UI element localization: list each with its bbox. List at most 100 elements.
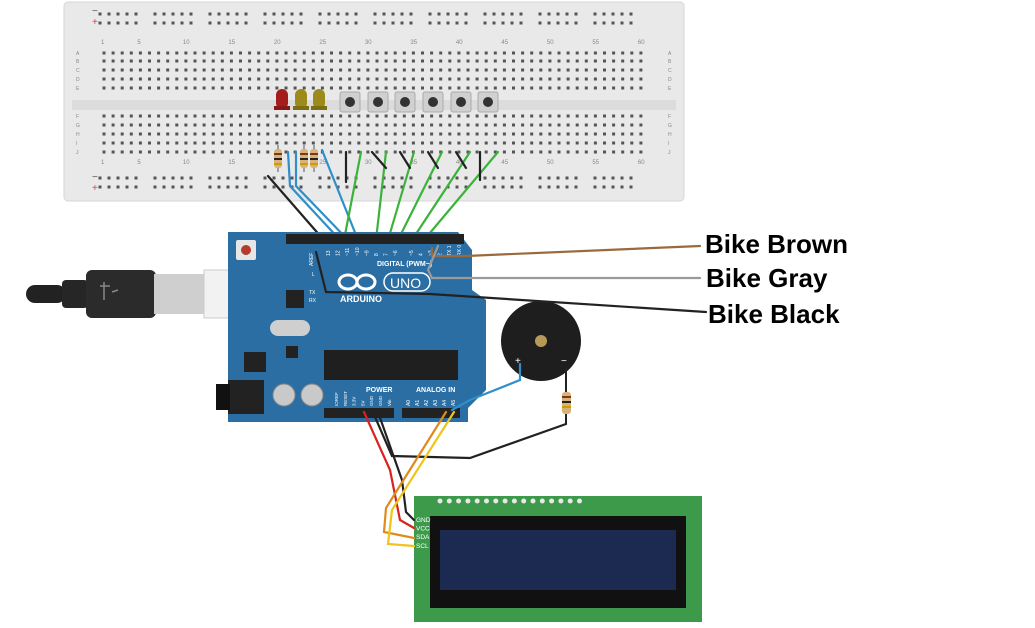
bb-rail-hole	[235, 12, 239, 16]
bb-hole	[229, 51, 233, 55]
bb-rail-hole	[171, 185, 175, 189]
bb-hole	[575, 68, 579, 72]
bb-hole	[502, 77, 506, 81]
bb-hole	[102, 68, 106, 72]
bb-hole	[339, 114, 343, 118]
bb-hole	[157, 77, 161, 81]
push-button-4[interactable]	[422, 91, 444, 113]
led-red[interactable]	[274, 89, 290, 110]
push-button-2[interactable]	[367, 91, 389, 113]
push-button-6[interactable]	[477, 91, 499, 113]
bb-hole	[293, 77, 297, 81]
power-label: POWER	[366, 387, 392, 394]
bb-rail-hole	[611, 12, 615, 16]
arduino-board[interactable]: ARDUINO UNO DIGITAL (PWM~) POWER ANALOG …	[216, 232, 486, 422]
bb-rail-hole	[483, 185, 487, 189]
bb-rail-hole	[125, 176, 129, 180]
bb-rail-hole	[547, 185, 551, 189]
bb-hole	[457, 123, 461, 127]
bb-row-label: I	[668, 141, 669, 147]
wire-black-buzzer-gnd	[370, 408, 568, 460]
bb-hole	[521, 59, 525, 63]
bb-hole	[639, 132, 643, 136]
buzzer[interactable]: + −	[501, 301, 581, 381]
bb-rail-hole	[565, 21, 569, 25]
bb-hole	[411, 114, 415, 118]
bb-hole	[457, 77, 461, 81]
bb-hole	[184, 77, 188, 81]
bb-hole	[566, 132, 570, 136]
power-pin-label: GND	[369, 395, 374, 406]
bb-rail-hole	[281, 12, 285, 16]
push-button-1[interactable]	[339, 91, 361, 113]
arduino-brand: ARDUINO	[340, 294, 382, 304]
bb-hole	[211, 114, 215, 118]
rx-label: RX	[309, 298, 317, 304]
bb-hole	[530, 132, 534, 136]
bb-hole	[539, 114, 543, 118]
bb-hole	[548, 68, 552, 72]
bb-hole	[393, 77, 397, 81]
bb-hole	[630, 59, 634, 63]
bb-hole	[539, 141, 543, 145]
bb-hole	[539, 59, 543, 63]
bb-hole	[293, 59, 297, 63]
bb-hole	[293, 141, 297, 145]
bb-rail-hole	[547, 21, 551, 25]
bb-hole	[512, 141, 515, 145]
push-button-3[interactable]	[394, 91, 416, 113]
bb-hole	[439, 150, 443, 154]
bb-rail-hole	[354, 21, 358, 25]
bb-rail-hole	[116, 176, 120, 180]
arduino-logo-icon	[337, 273, 377, 291]
bb-hole	[448, 86, 452, 90]
bb-hole	[284, 68, 288, 72]
bb-rail-hole	[492, 176, 496, 180]
wire-black-btn-4	[426, 150, 440, 170]
bb-hole	[557, 68, 561, 72]
bb-rail-hole	[382, 12, 386, 16]
bb-rail-hole	[409, 185, 413, 189]
push-button-5[interactable]	[450, 91, 472, 113]
bb-hole	[502, 86, 506, 90]
bb-hole	[339, 86, 343, 90]
bb-hole	[475, 150, 479, 154]
bb-rail-hole	[208, 176, 212, 180]
bb-hole	[475, 59, 479, 63]
bb-hole	[393, 150, 397, 154]
power-pin-label: 5V	[360, 400, 365, 406]
bb-hole	[466, 77, 470, 81]
bb-hole	[257, 123, 261, 127]
bb-hole	[548, 77, 552, 81]
bb-hole	[302, 59, 306, 63]
lcd-pin-label: VCC	[416, 526, 430, 533]
bb-rail-hole	[134, 185, 138, 189]
bb-hole	[593, 141, 597, 145]
bb-hole	[111, 59, 115, 63]
bb-rail-hole	[327, 185, 331, 189]
bb-rail-hole	[510, 176, 514, 180]
rail-minus-top: −	[92, 6, 98, 17]
bb-hole	[257, 68, 261, 72]
bb-rail-hole	[235, 176, 239, 180]
bb-hole	[384, 141, 388, 145]
bb-hole	[175, 51, 179, 55]
bb-hole	[157, 150, 161, 154]
wire-green-6	[422, 150, 500, 242]
bb-hole	[593, 68, 597, 72]
bb-row-label: C	[76, 68, 80, 74]
led-yellow-2[interactable]	[311, 89, 327, 110]
bb-hole	[157, 123, 161, 127]
bb-hole	[402, 77, 406, 81]
bb-hole	[430, 59, 434, 63]
bb-hole	[293, 123, 297, 127]
bb-rail-hole	[171, 21, 175, 25]
bb-hole	[129, 68, 133, 72]
bb-rail-hole	[98, 12, 102, 16]
bb-hole	[120, 59, 124, 63]
bb-hole	[248, 86, 252, 90]
led-yellow-1[interactable]	[293, 89, 309, 110]
